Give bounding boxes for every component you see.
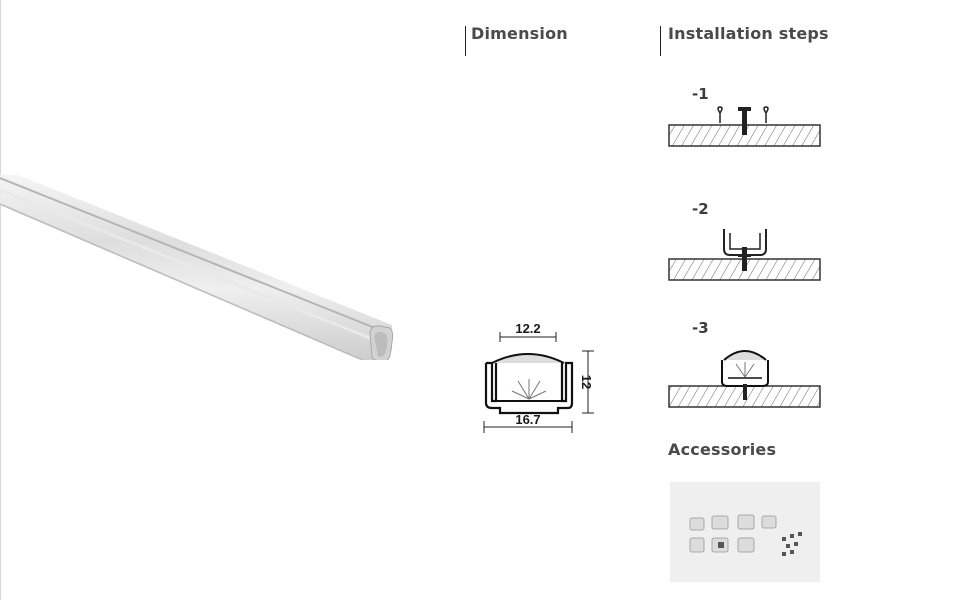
- accessories-heading: Accessories: [668, 440, 777, 459]
- step-3-label: -3: [692, 319, 709, 337]
- dimension-heading: Dimension: [471, 24, 568, 43]
- step-1-label: -1: [692, 85, 709, 103]
- page-left-edge: [0, 0, 1, 600]
- step-1-drawing: [668, 106, 821, 147]
- installation-heading-bar: [660, 26, 661, 56]
- dimension-heading-bar: [465, 26, 466, 56]
- aluminium-profile-photo: [0, 175, 394, 360]
- installation-heading: Installation steps: [668, 24, 829, 43]
- accessories-photo: [670, 482, 820, 582]
- step-3-drawing: [668, 350, 821, 408]
- bottom-width-label: 16.7: [515, 412, 540, 427]
- profile-cross-section-drawing: 12.2 12 16.7: [483, 321, 594, 433]
- height-label: 12: [579, 375, 594, 389]
- step-2-label: -2: [692, 200, 709, 218]
- accessories-items: [689, 514, 802, 556]
- step-2-drawing: [668, 229, 821, 281]
- top-width-label: 12.2: [515, 321, 540, 336]
